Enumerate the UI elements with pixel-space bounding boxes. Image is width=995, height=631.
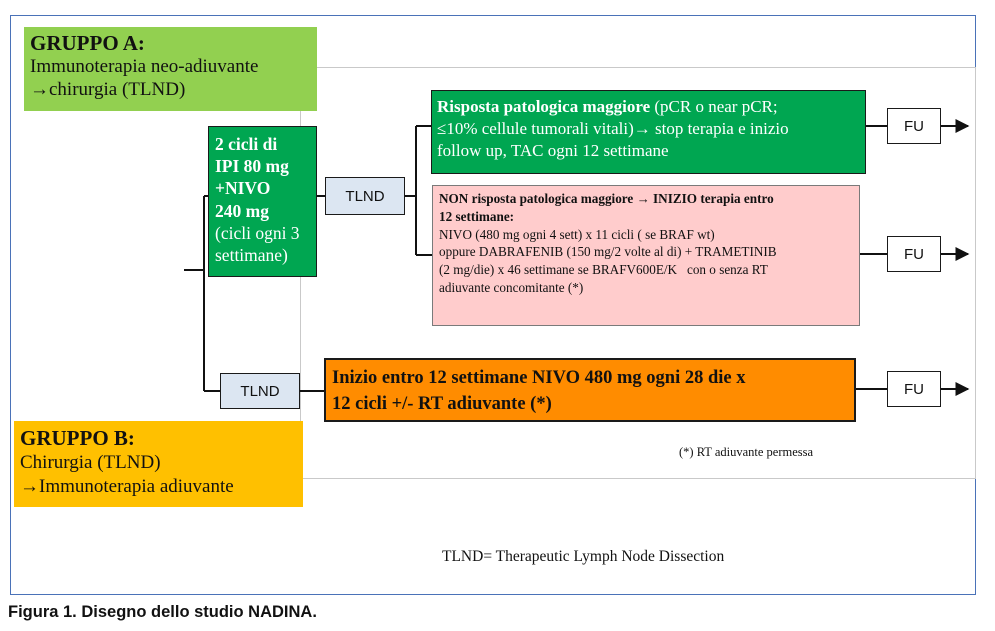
ipi-nivo-box: 2 cicli di IPI 80 mg +NIVO 240 mg (cicli… — [208, 126, 317, 277]
fu-box-response: FU — [887, 108, 941, 144]
group-a-title: GRUPPO A: — [30, 31, 145, 55]
arrow-glyph: → — [30, 78, 49, 100]
ipi-line-6: settimane) — [215, 245, 288, 266]
arrow-glyph: → — [636, 191, 650, 206]
ipi-line-1: 2 cicli di — [215, 134, 278, 154]
ipi-line-2: IPI 80 mg — [215, 156, 289, 177]
ipi-line-3: +NIVO — [215, 178, 271, 199]
figure-caption: Figura 1. Disegno dello studio NADINA. — [8, 603, 317, 621]
fu-box-group-b: FU — [887, 371, 941, 407]
adjuvant-box: Inizio entro 12 settimane NIVO 480 mg og… — [324, 358, 856, 422]
footnote: (*) RT adiuvante permessa — [679, 445, 814, 459]
ipi-line-5: (cicli ogni 3 — [215, 222, 300, 243]
nonresponse-line-4: oppure DABRAFENIB (150 mg/2 volte al di)… — [439, 244, 777, 260]
fu-box-nonresponse: FU — [887, 236, 941, 272]
nonresponse-line-2: 12 settimane: — [439, 208, 515, 224]
response-box: Risposta patologica maggiore (pCR o near… — [431, 90, 866, 174]
group-b-box: GRUPPO B: Chirurgia (TLND) →Immunoterapi… — [14, 421, 303, 507]
arrow-glyph: → — [20, 476, 39, 497]
tlnd-box-group-a: TLND — [325, 177, 405, 215]
ipi-line-4: 240 mg — [215, 200, 269, 221]
group-b-title: GRUPPO B: — [20, 426, 135, 450]
group-b-line2-row: →Immunoterapia adiuvante — [20, 475, 297, 499]
adjuvant-line-2: 12 cicli +/- RT adiuvante (*) — [332, 393, 552, 414]
nonresponse-box: NON risposta patologica maggiore → INIZI… — [432, 185, 860, 326]
adjuvant-line-1: Inizio entro 12 settimane NIVO 480 mg og… — [332, 368, 746, 388]
group-b-line2: Immunoterapia adiuvante — [39, 476, 234, 497]
tlnd-box-group-b: TLND — [220, 373, 300, 409]
nonresponse-line-5: (2 mg/die) x 46 settimane se BRAFV600E/K… — [439, 262, 768, 278]
nonresponse-line-1: NON risposta patologica maggiore → INIZI… — [439, 191, 774, 206]
response-line-3: follow up, TAC ogni 12 settimane — [437, 141, 669, 161]
nonresponse-line-6: adiuvante concomitante (*) — [439, 280, 584, 296]
response-line-2: ≤10% cellule tumorali vitali)→ stop tera… — [437, 119, 789, 139]
group-a-box: GRUPPO A: Immunoterapia neo-adiuvante →c… — [24, 27, 317, 111]
group-a-line1: Immunoterapia neo-adiuvante — [30, 56, 259, 78]
arrow-glyph: → — [633, 119, 651, 139]
group-b-line1: Chirurgia (TLND) — [20, 452, 161, 474]
group-a-line2: chirurgia (TLND) — [49, 78, 186, 100]
group-a-line2-row: →chirurgia (TLND) — [30, 79, 311, 102]
nonresponse-line-3: NIVO (480 mg ogni 4 sett) x 11 cicli ( s… — [439, 226, 715, 242]
response-line-1: Risposta patologica maggiore (pCR o near… — [437, 97, 778, 116]
legend-text: TLND= Therapeutic Lymph Node Dissection — [442, 548, 725, 565]
